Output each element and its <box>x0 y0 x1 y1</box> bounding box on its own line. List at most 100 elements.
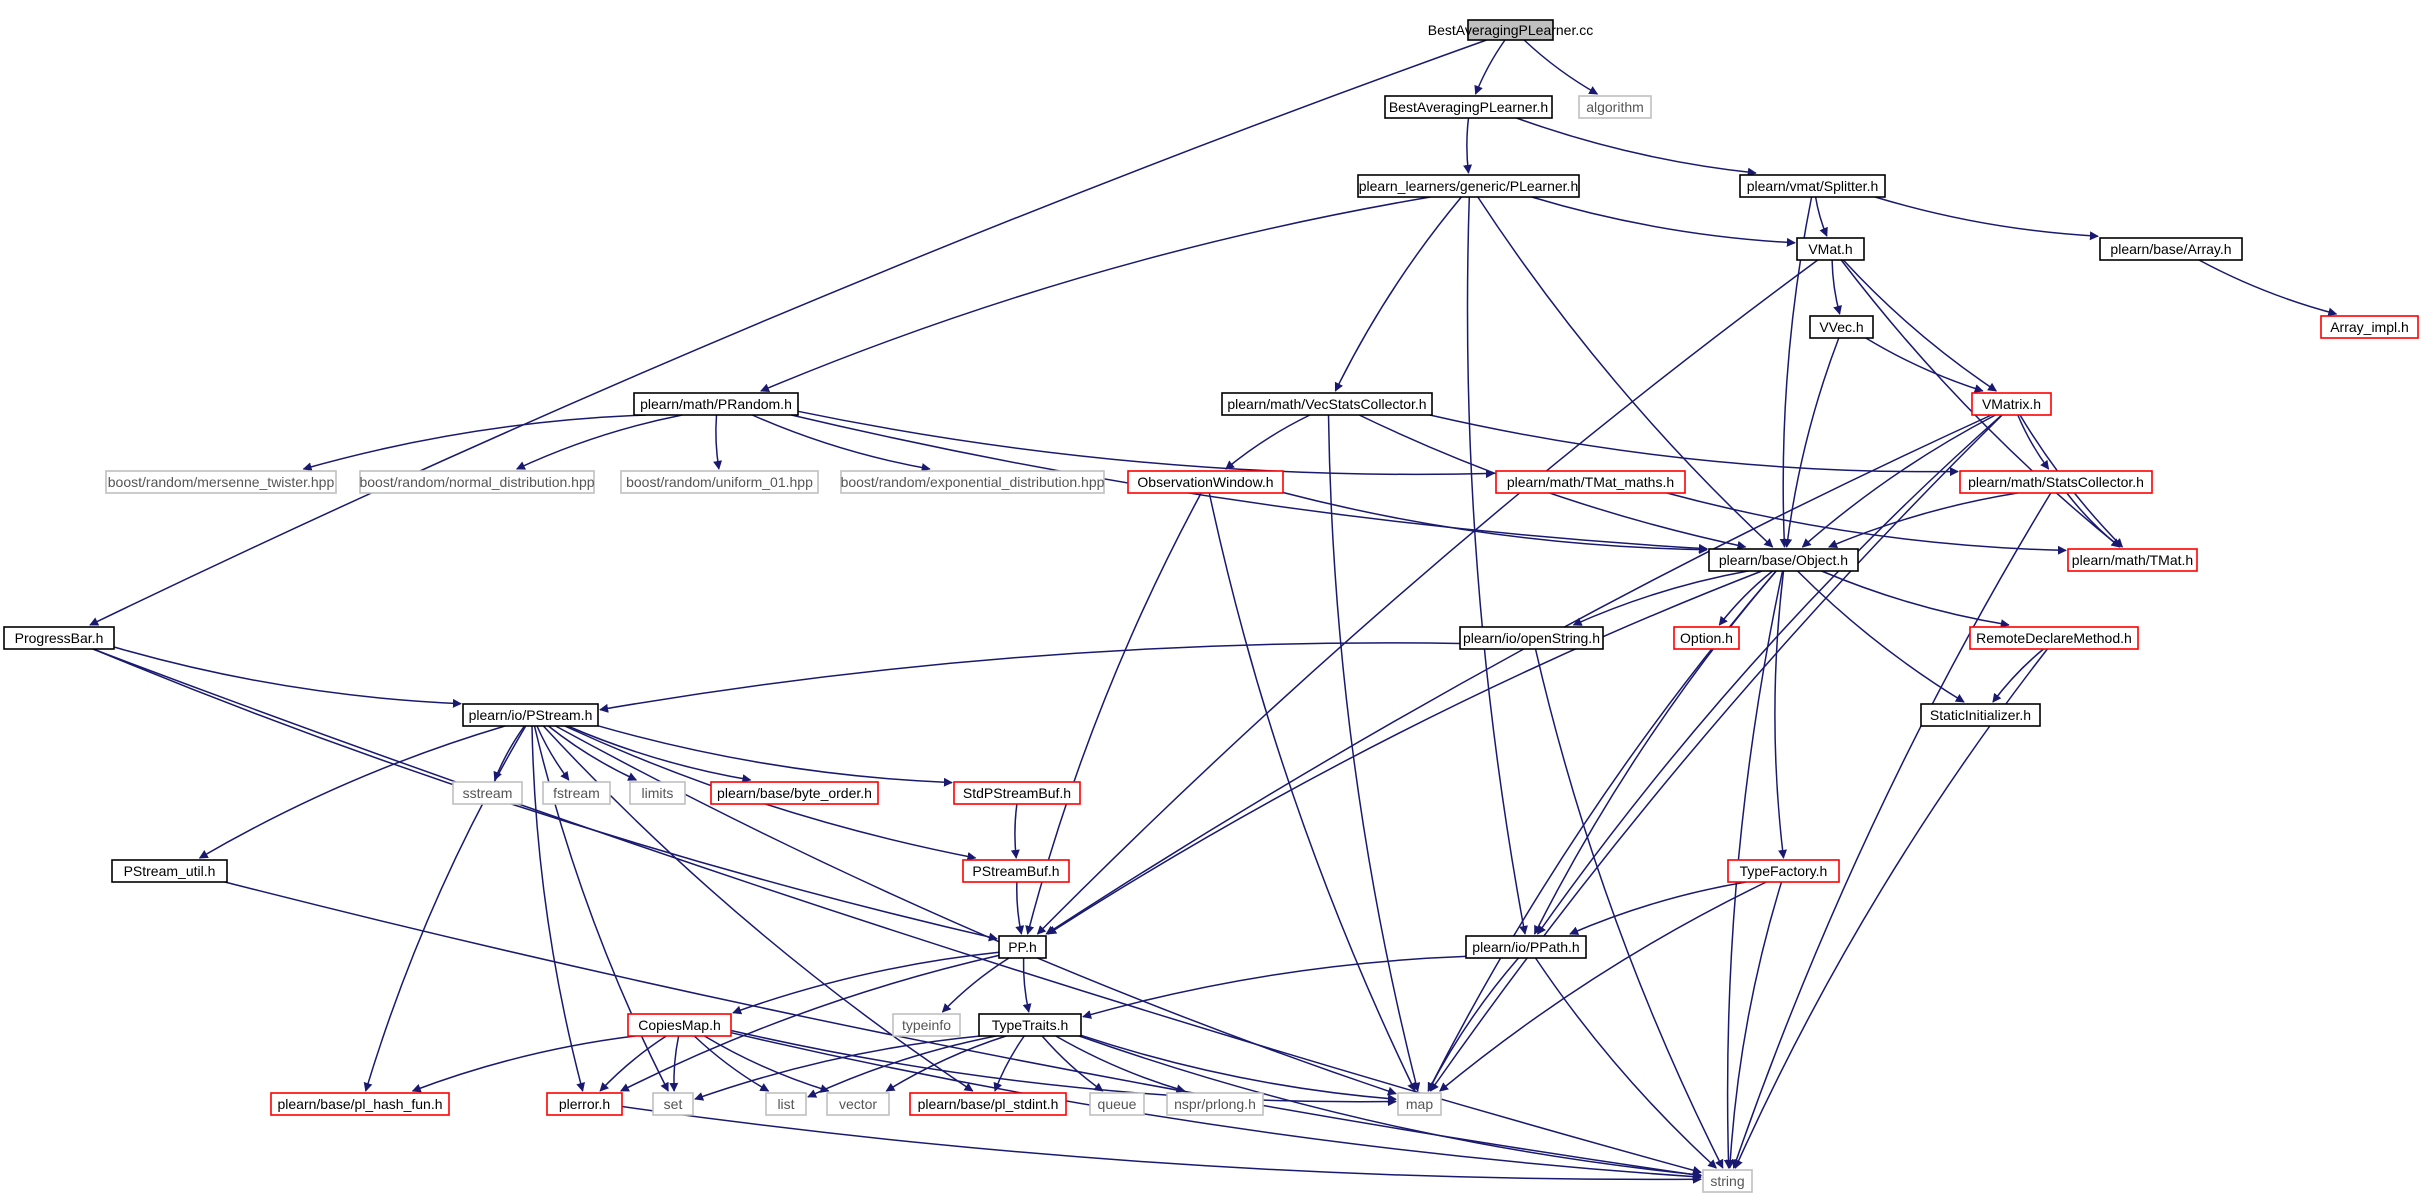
node-vmatrix-h[interactable]: VMatrix.h <box>1971 392 2052 416</box>
edge-vmatrix-to-pp <box>1045 414 1992 935</box>
edge-plearner-to-object <box>1477 196 1774 548</box>
edge-copiesmap-to-map <box>730 1029 1397 1107</box>
edge-ppath-to-typetraits <box>1082 955 1467 1019</box>
node-typefactory-h[interactable]: TypeFactory.h <box>1727 859 1840 883</box>
node-label: plearn/base/pl_stdint.h <box>918 1096 1059 1112</box>
node-label: Array_impl.h <box>2330 319 2409 335</box>
node-plearn-math-vecstatscollector-h[interactable]: plearn/math/VecStatsCollector.h <box>1221 392 1433 416</box>
edge-vmatrix-to-statscoll <box>2017 414 2050 470</box>
node-plearn-io-ppath-h[interactable]: plearn/io/PPath.h <box>1465 935 1587 959</box>
node-box <box>452 781 523 805</box>
node-label: RemoteDeclareMethod.h <box>1976 630 2132 646</box>
node-map: map <box>1397 1092 1442 1116</box>
node-bestaveragingplearner-h[interactable]: BestAveragingPLearner.h <box>1384 95 1553 119</box>
node-observationwindow-h[interactable]: ObservationWindow.h <box>1127 470 1284 494</box>
node-box <box>765 1092 807 1116</box>
edge-typefactory-to-string <box>1725 881 1783 1169</box>
edge-object-to-staticinit <box>1796 570 1965 703</box>
node-box <box>1384 95 1553 119</box>
node-label: sstream <box>463 785 513 801</box>
node-list: list <box>765 1092 807 1116</box>
node-plearn-io-pstream-h[interactable]: plearn/io/PStream.h <box>462 703 599 727</box>
node-label: plearn/base/pl_hash_fun.h <box>277 1096 442 1112</box>
edges-layer <box>89 39 2338 1184</box>
node-stdpstreambuf-h[interactable]: StdPStreamBuf.h <box>953 781 1081 805</box>
node-label: BestAveragingPLearner.h <box>1389 99 1548 115</box>
node-box <box>270 1092 450 1116</box>
node-box <box>2320 315 2419 339</box>
node-box <box>633 392 799 416</box>
edge-typetraits-to-plstdint <box>993 1035 1025 1092</box>
node-label: ObservationWindow.h <box>1137 474 1273 490</box>
edge-root-to-bap_h <box>1474 39 1506 95</box>
edge-copiesmap-to-string <box>730 1031 1702 1182</box>
node-plearn-base-byte-order-h[interactable]: plearn/base/byte_order.h <box>710 781 879 805</box>
node-copiesmap-h[interactable]: CopiesMap.h <box>627 1013 732 1037</box>
node-remotedeclaremethod-h[interactable]: RemoteDeclareMethod.h <box>1969 626 2139 650</box>
node-plearn-math-statscollector-h[interactable]: plearn/math/StatsCollector.h <box>1959 470 2153 494</box>
edge-vmat-to-pp <box>1036 259 1819 935</box>
node-label: plearn/io/PStream.h <box>469 707 593 723</box>
node-plearn-base-array-h[interactable]: plearn/base/Array.h <box>2099 237 2243 261</box>
edge-plerror-to-string <box>621 1105 1702 1184</box>
edge-plearner-to-vmat <box>1531 196 1796 247</box>
edge-prandom-to-normaldist <box>515 414 683 470</box>
node-box <box>1467 19 1554 41</box>
node-progressbar-h[interactable]: ProgressBar.h <box>3 626 115 650</box>
edge-pstream-to-byteorder <box>567 725 752 784</box>
edge-vmat-to-vvec <box>1831 259 1842 315</box>
edge-copiesmap-to-set <box>669 1035 680 1092</box>
node-label: boost/random/uniform_01.hpp <box>626 474 813 490</box>
edge-plearner-to-prandom <box>760 196 1431 393</box>
node-option-h[interactable]: Option.h <box>1673 626 1740 650</box>
node-plearn-math-tmat-h[interactable]: plearn/math/TMat.h <box>2067 548 2198 572</box>
node-plearn-io-openstring-h[interactable]: plearn/io/openString.h <box>1459 626 1604 650</box>
node-plearn-base-pl-stdint-h[interactable]: plearn/base/pl_stdint.h <box>909 1092 1067 1116</box>
node-plearn-learners-generic-plearner-h[interactable]: plearn_learners/generic/PLearner.h <box>1357 174 1580 198</box>
node-label: string <box>1710 1173 1744 1189</box>
node-label: boost/random/mersenne_twister.hpp <box>108 474 335 490</box>
edge-pstream-to-map <box>555 725 1397 1096</box>
node-plerror-h[interactable]: plerror.h <box>546 1092 623 1116</box>
node-typetraits-h[interactable]: TypeTraits.h <box>978 1013 1082 1037</box>
node-vvec-h[interactable]: VVec.h <box>1809 315 1874 339</box>
node-box <box>1465 935 1587 959</box>
edge-pstream-to-sstream <box>493 725 526 781</box>
edge-splitter-to-vmat <box>1814 196 1828 237</box>
node-box <box>629 781 686 805</box>
node-boost-random-mersenne-twister-hpp: boost/random/mersenne_twister.hpp <box>105 470 337 494</box>
edge-obswin-to-object <box>1282 491 1708 555</box>
node-label: PP.h <box>1008 939 1037 955</box>
node-staticinitializer-h[interactable]: StaticInitializer.h <box>1920 703 2041 727</box>
node-label: boost/random/normal_distribution.hpp <box>359 474 594 490</box>
node-array-impl-h[interactable]: Array_impl.h <box>2320 315 2419 339</box>
node-box <box>3 626 115 650</box>
node-bestaveragingplearner-cc[interactable]: BestAveragingPLearner.cc <box>1428 19 1594 41</box>
edge-object-to-remotedecl <box>1821 570 2010 629</box>
edge-typetraits-to-prlong <box>1055 1035 1186 1094</box>
edge-progressbar-to-string <box>92 648 1702 1175</box>
node-label: list <box>777 1096 794 1112</box>
node-box <box>2067 548 2198 572</box>
edge-vvec-to-vmatrix <box>1865 337 1984 393</box>
node-plearn-base-object-h[interactable]: plearn/base/Object.h <box>1708 548 1859 572</box>
node-pstream-util-h[interactable]: PStream_util.h <box>111 859 228 883</box>
node-box <box>111 859 228 883</box>
edge-pp-to-copiesmap <box>732 951 1000 1015</box>
node-vmat-h[interactable]: VMat.h <box>1796 237 1865 261</box>
node-pp-h[interactable]: PP.h <box>998 935 1047 959</box>
node-box <box>1495 470 1686 494</box>
node-label: BestAveragingPLearner.cc <box>1428 22 1594 38</box>
node-pstreambuf-h[interactable]: PStreamBuf.h <box>962 859 1070 883</box>
edge-pstream-to-limits <box>547 725 638 781</box>
edge-progressbar-to-pstream <box>113 646 462 708</box>
node-plearn-math-tmat-maths-h[interactable]: plearn/math/TMat_maths.h <box>1495 470 1686 494</box>
node-plearn-base-pl-hash-fun-h[interactable]: plearn/base/pl_hash_fun.h <box>270 1092 450 1116</box>
edge-ppath-to-map <box>1427 957 1520 1092</box>
node-label: vector <box>839 1096 877 1112</box>
node-plearn-vmat-splitter-h[interactable]: plearn/vmat/Splitter.h <box>1739 174 1886 198</box>
edge-bap_h-to-splitter <box>1516 117 1757 177</box>
node-plearn-math-prandom-h[interactable]: plearn/math/PRandom.h <box>633 392 799 416</box>
edge-vecstats-to-statscoll <box>1429 414 1959 477</box>
edge-root-to-algorithm <box>1523 39 1599 95</box>
